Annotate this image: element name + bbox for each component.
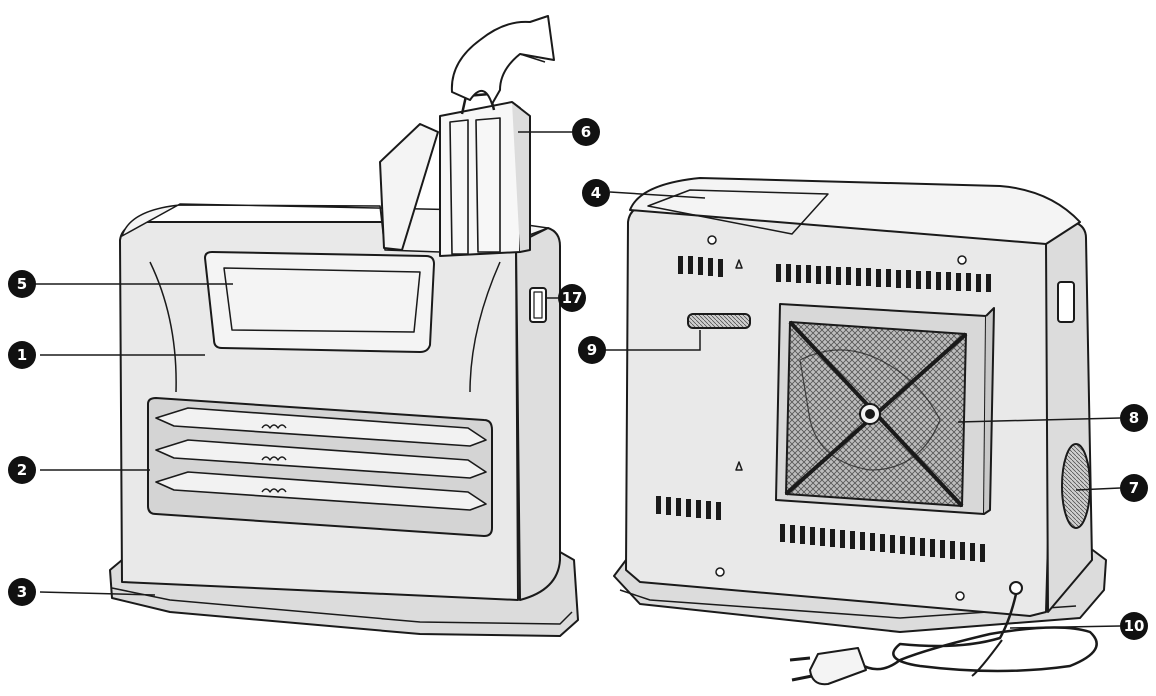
callout-8: 8	[1120, 404, 1148, 432]
svg-text:1: 1	[17, 346, 27, 364]
callout-5: 5	[8, 270, 36, 298]
leader-lines	[34, 131, 1121, 629]
display-window	[204, 251, 435, 353]
louvres	[155, 407, 487, 511]
callout-10: 10	[1120, 612, 1148, 640]
svg-text:3: 3	[17, 583, 27, 601]
callout-6: 6	[572, 118, 600, 146]
callout-17: 17	[558, 284, 586, 312]
callout-1: 1	[8, 341, 36, 369]
side-handle	[529, 287, 547, 323]
power-cord	[859, 593, 1098, 673]
rear-vents	[656, 256, 991, 562]
rear-side-handle	[1057, 281, 1075, 323]
hand	[450, 15, 555, 105]
side-window	[1061, 443, 1091, 529]
callout-4: 4	[582, 179, 610, 207]
louvre-marks	[261, 424, 287, 493]
svg-text:4: 4	[591, 184, 601, 202]
intake-grille	[687, 313, 751, 329]
callout-3: 3	[8, 578, 36, 606]
callout-7: 7	[1120, 474, 1148, 502]
tank-lid	[379, 123, 439, 251]
svg-text:5: 5	[17, 275, 27, 293]
rear-heater-illustration	[613, 177, 1107, 686]
front-heater-illustration	[109, 15, 579, 637]
svg-text:8: 8	[1129, 409, 1139, 427]
rear-side-panel	[1045, 221, 1093, 613]
svg-text:10: 10	[1124, 617, 1145, 635]
screws	[707, 235, 967, 601]
svg-text:17: 17	[562, 289, 583, 307]
side-panel	[515, 227, 561, 601]
svg-text:9: 9	[587, 341, 597, 359]
svg-text:2: 2	[17, 461, 27, 479]
power-plug	[809, 647, 867, 686]
callout-9: 9	[578, 336, 606, 364]
callout-2: 2	[8, 456, 36, 484]
svg-text:6: 6	[581, 123, 591, 141]
svg-text:7: 7	[1129, 479, 1139, 497]
